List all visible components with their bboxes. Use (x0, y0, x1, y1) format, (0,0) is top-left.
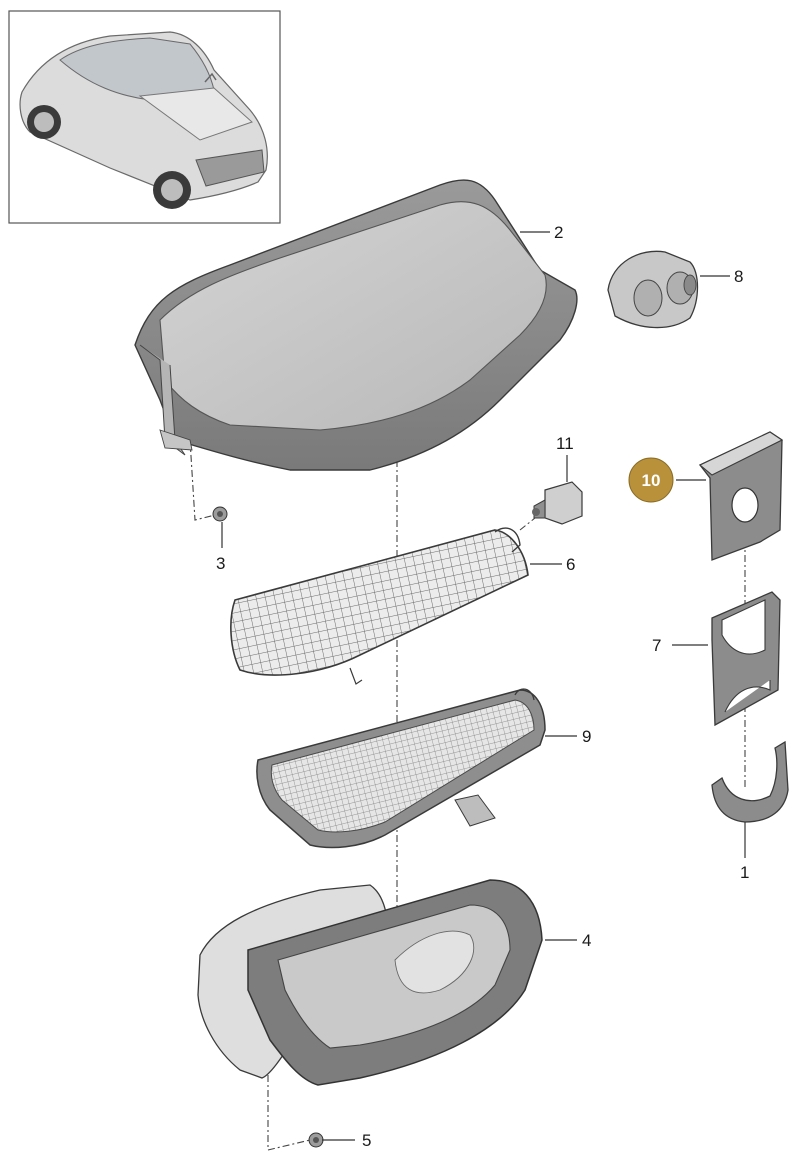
callout-6: 6 (566, 555, 575, 574)
callout-5: 5 (362, 1131, 371, 1150)
callout-labels: 2 8 11 3 6 7 9 1 4 5 10 (216, 223, 749, 1150)
bracket-hole-icon (731, 487, 759, 523)
highlight-badge (628, 457, 674, 503)
callout-9: 9 (582, 727, 591, 746)
part-4-duct-housing (197, 879, 543, 1086)
part-7-seal-plate (711, 591, 781, 727)
car-illustration (19, 31, 268, 209)
callout-4: 4 (582, 931, 591, 950)
part-3-nut (212, 506, 228, 522)
part-5-nut (308, 1132, 324, 1148)
callout-8: 8 (734, 267, 743, 286)
part-6-mesh-filter (230, 527, 529, 685)
callout-3: 3 (216, 554, 225, 573)
callout-1: 1 (740, 863, 749, 882)
part-8-grommet (607, 250, 699, 329)
part-1-clamp (711, 740, 789, 823)
part-10-bracket (698, 431, 784, 561)
part-9-filter-tray (256, 688, 546, 849)
callout-11: 11 (556, 434, 574, 453)
callout-10-highlight[interactable]: 10 (628, 457, 674, 503)
callout-2: 2 (554, 223, 563, 242)
vehicle-inset (8, 10, 281, 224)
part-11-sensor (532, 481, 583, 525)
leader-lines (221, 231, 746, 1141)
callout-10: 10 (642, 471, 661, 490)
callout-7: 7 (652, 636, 661, 655)
part-2-cover (134, 179, 578, 471)
